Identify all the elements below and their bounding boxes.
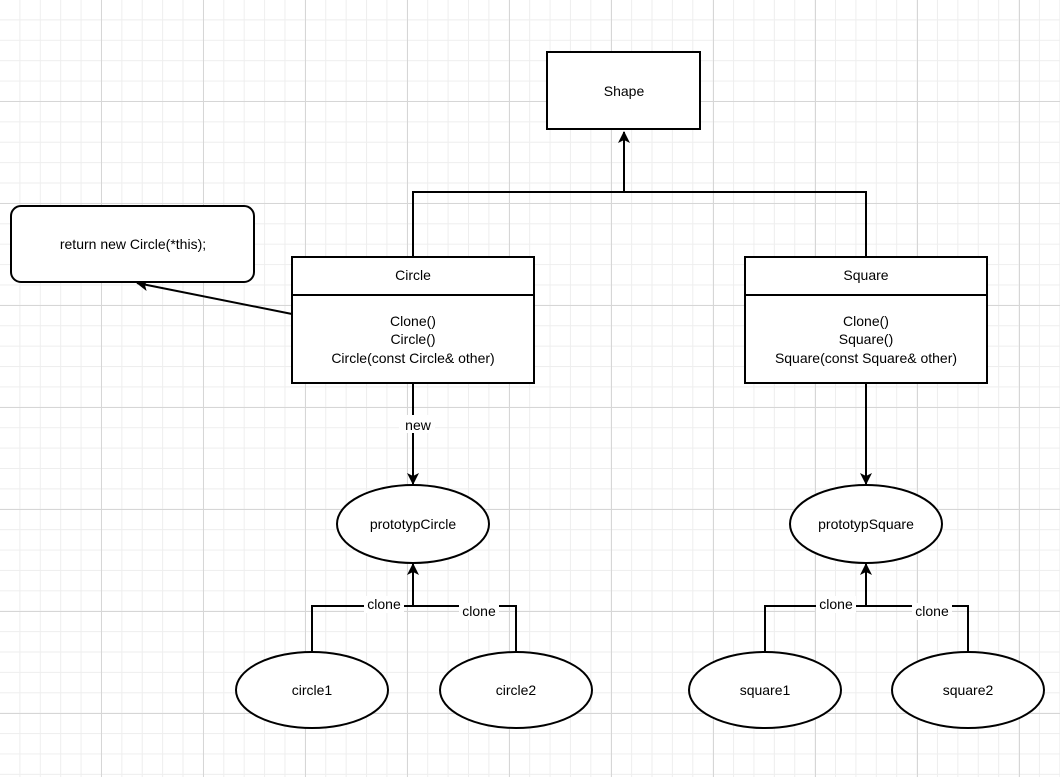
circle2-label: circle2	[496, 682, 537, 698]
square-class[interactable]: Square Clone() Square() Square(const Squ…	[744, 256, 988, 384]
note-link-arrow	[136, 279, 293, 315]
square2-label: square2	[943, 682, 994, 698]
circle-method-clone: Clone()	[390, 313, 436, 329]
svg-text:clone: clone	[819, 596, 853, 612]
circle-class-name: Circle	[395, 267, 431, 283]
square-method-copy-constructor: Square(const Square& other)	[775, 350, 957, 366]
circle-method-constructor: Circle()	[390, 331, 435, 347]
prototype-square-label: prototypSquare	[818, 516, 914, 532]
svg-text:clone: clone	[367, 596, 401, 612]
clone-label-circle1: clone	[364, 596, 404, 613]
new-edge-label: new	[399, 415, 435, 433]
new-label-text: new	[405, 417, 432, 433]
square2-node[interactable]: square2	[891, 651, 1045, 729]
clone-label-square1: clone	[816, 596, 856, 613]
prototype-circle-label: prototypCircle	[370, 516, 457, 532]
circle-method-copy-constructor: Circle(const Circle& other)	[331, 350, 494, 366]
square-method-clone: Clone()	[843, 313, 889, 329]
clone-edge-square1	[764, 563, 872, 651]
square1-node[interactable]: square1	[688, 651, 842, 729]
square-class-name: Square	[843, 267, 888, 283]
note-text: return new Circle(*this);	[60, 236, 206, 252]
shape-box[interactable]: Shape	[546, 51, 701, 130]
clone-label-circle2: clone	[459, 603, 499, 620]
clone-edge-circle1	[311, 563, 419, 651]
circle2-node[interactable]: circle2	[439, 651, 593, 729]
prototype-square-node[interactable]: prototypSquare	[789, 484, 943, 564]
circle1-node[interactable]: circle1	[235, 651, 389, 729]
clone-edge-square2	[866, 605, 969, 651]
square-method-constructor: Square()	[839, 331, 893, 347]
circle1-label: circle1	[292, 682, 333, 698]
clone-edge-circle2	[413, 605, 517, 651]
clone-label-square2: clone	[912, 603, 952, 620]
connectors	[136, 131, 969, 651]
prototype-circle-node[interactable]: prototypCircle	[336, 484, 490, 564]
svg-text:clone: clone	[915, 603, 949, 619]
square1-label: square1	[740, 682, 791, 698]
inheritance-edge-square	[624, 191, 867, 257]
inheritance-edge-circle	[412, 191, 624, 257]
shape-label: Shape	[604, 83, 645, 99]
circle-class[interactable]: Circle Clone() Circle() Circle(const Cir…	[291, 256, 535, 384]
note-box[interactable]: return new Circle(*this);	[10, 205, 255, 283]
svg-text:clone: clone	[462, 603, 496, 619]
